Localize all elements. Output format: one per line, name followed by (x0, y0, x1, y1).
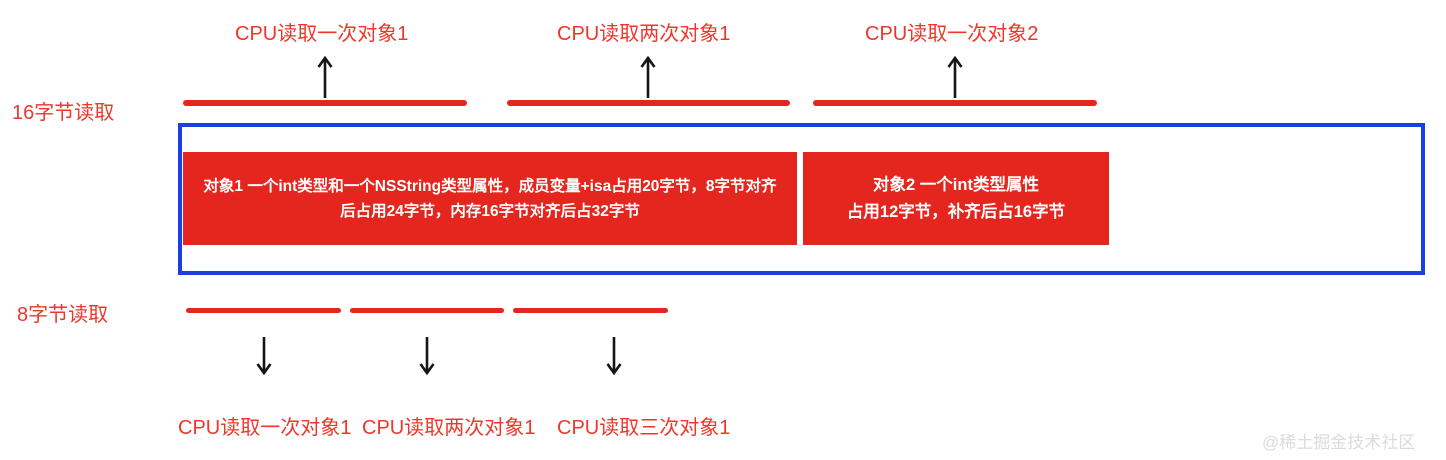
top-read-label-3: CPU读取一次对象2 (865, 23, 1039, 45)
object2-text-line2: 占用12字节，补齐后占16字节 (846, 202, 1066, 221)
object2-memory-block: 对象2 一个int类型属性 占用12字节，补齐后占16字节 (803, 152, 1109, 245)
up-arrow-icon (317, 55, 333, 103)
object1-text-line1: 对象1 一个int类型和一个NSString类型属性，成员变量+isa占用20字… (203, 177, 777, 195)
juejin-watermark: @稀土掘金技术社区 (1262, 433, 1416, 452)
object1-memory-block: 对象1 一个int类型和一个NSString类型属性，成员变量+isa占用20字… (183, 152, 797, 245)
object2-text-line1: 对象2 一个int类型属性 (873, 175, 1039, 194)
object1-text-line2: 后占用24字节，内存16字节对齐后占32字节 (340, 202, 640, 220)
sixteen-byte-read-label: 16字节读取 (12, 102, 115, 124)
read-span-bar (513, 308, 668, 313)
up-arrow-icon (947, 55, 963, 103)
bottom-read-label-1: CPU读取一次对象1 (178, 417, 352, 439)
bottom-read-label-3: CPU读取三次对象1 (557, 417, 731, 439)
read-span-bar (350, 308, 504, 313)
down-arrow-icon (606, 337, 622, 380)
read-span-bar (507, 100, 790, 106)
read-span-bar (183, 100, 467, 106)
top-read-label-2: CPU读取两次对象1 (557, 23, 731, 45)
eight-byte-read-label: 8字节读取 (17, 304, 109, 326)
down-arrow-icon (419, 337, 435, 380)
read-span-bar (186, 308, 341, 313)
read-span-bar (813, 100, 1097, 106)
down-arrow-icon (256, 337, 272, 380)
top-read-label-1: CPU读取一次对象1 (235, 23, 409, 45)
bottom-read-label-2: CPU读取两次对象1 (362, 417, 536, 439)
up-arrow-icon (640, 55, 656, 103)
